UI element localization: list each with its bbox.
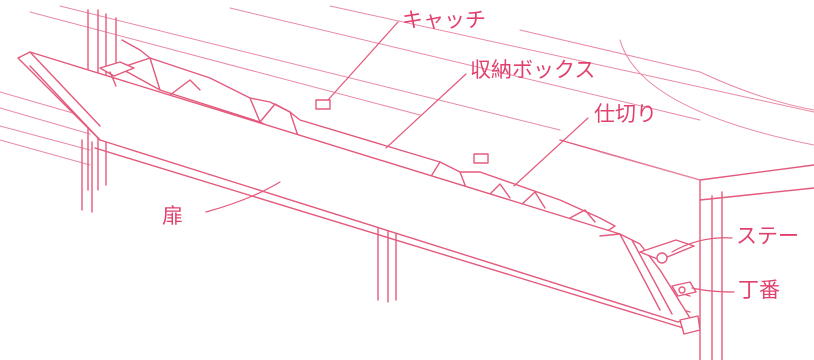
callout-storage-box [385,73,467,149]
callout-catch [327,21,399,101]
callout-hinge [691,287,735,293]
hinge-part [671,281,701,335]
front-posts [81,139,723,360]
label-stay: ステー [736,224,799,248]
stay-part [639,239,695,264]
label-hinge: 丁番 [738,278,780,302]
label-catch: キャッチ [402,8,486,32]
left-stay [99,39,151,87]
catch-right [473,153,489,164]
catches [315,99,489,164]
callout-lines [205,21,735,293]
right-cabinet-block [559,139,814,201]
label-divider: 仕切り [594,102,657,126]
label-door: 扉 [162,204,183,228]
door-panel [17,51,691,323]
callout-door [205,181,281,213]
ceiling-lines [29,5,814,146]
label-storage-box: 収納ボックス [470,58,596,82]
catch-left [315,99,331,110]
callout-stay [671,237,733,253]
callout-divider [513,117,589,187]
